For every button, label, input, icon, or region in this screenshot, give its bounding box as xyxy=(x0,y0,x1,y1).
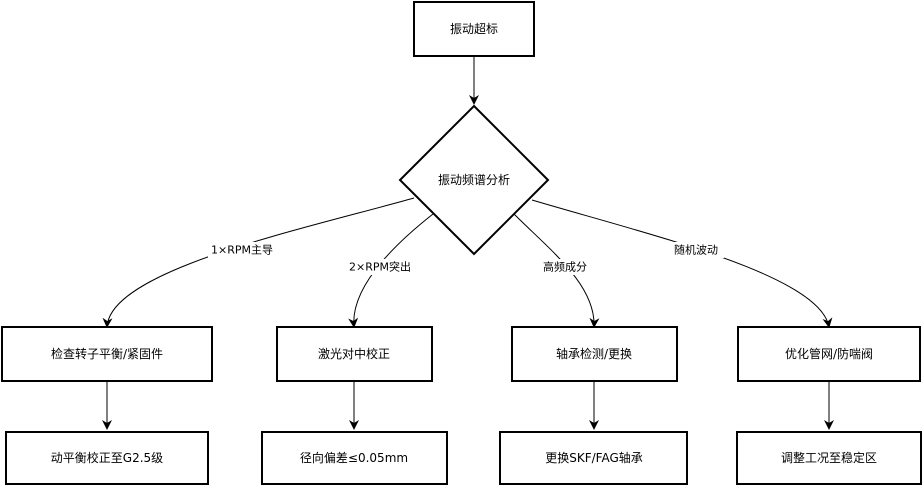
node-branch-3-result-label: 更换SKF/FAG轴承 xyxy=(545,450,643,465)
node-branch-4-result: 调整工况至稳定区 xyxy=(736,431,922,485)
node-branch-4-result-label: 调整工况至稳定区 xyxy=(781,450,877,465)
node-branch-3-result: 更换SKF/FAG轴承 xyxy=(499,431,688,485)
node-branch-4-action-label: 优化管网/防喘阀 xyxy=(785,346,873,361)
node-branch-2-result-label: 径向偏差≤0.05mm xyxy=(300,450,408,465)
edge-label-branch-4-text: 随机波动 xyxy=(674,243,718,257)
edge-label-branch-1-text: 1×RPM主导 xyxy=(211,244,273,257)
edge-label-branch-3: 高频成分 xyxy=(537,259,593,275)
node-branch-4-action: 优化管网/防喘阀 xyxy=(737,326,921,382)
node-branch-1-result-label: 动平衡校正至G2.5级 xyxy=(51,450,163,465)
edge-labels: 1×RPM主导 2×RPM突出 高频成分 随机波动 xyxy=(208,242,724,275)
node-branch-1-action-label: 检查转子平衡/紧固件 xyxy=(51,346,163,361)
node-root: 振动超标 xyxy=(413,1,535,57)
node-branch-1-action: 检查转子平衡/紧固件 xyxy=(1,326,213,382)
edge-label-branch-4: 随机波动 xyxy=(668,242,724,258)
node-branch-3-action-label: 轴承检测/更换 xyxy=(556,346,632,361)
node-root-label: 振动超标 xyxy=(450,21,498,36)
node-branch-2-action: 激光对中校正 xyxy=(276,326,433,382)
node-branch-2-result: 径向偏差≤0.05mm xyxy=(261,431,448,485)
edge-label-branch-2: 2×RPM突出 xyxy=(346,259,414,275)
edge-label-branch-3-text: 高频成分 xyxy=(543,260,587,274)
edge-label-branch-2-text: 2×RPM突出 xyxy=(349,260,411,274)
edge-label-branch-1: 1×RPM主导 xyxy=(208,242,276,258)
node-branch-2-action-label: 激光对中校正 xyxy=(318,346,390,361)
node-decision: 振动频谱分析 xyxy=(398,104,550,256)
node-branch-3-action: 轴承检测/更换 xyxy=(511,326,678,382)
node-decision-label: 振动频谱分析 xyxy=(438,173,510,187)
node-branch-1-result: 动平衡校正至G2.5级 xyxy=(5,431,209,485)
